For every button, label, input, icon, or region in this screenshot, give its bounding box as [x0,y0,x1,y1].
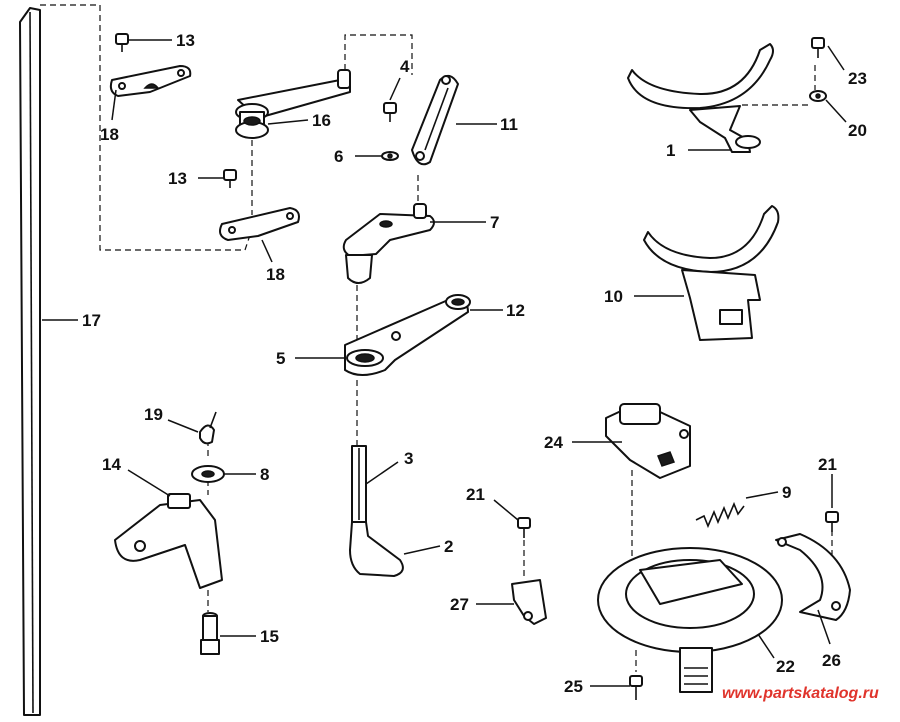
part-7-lever-plate [342,203,435,284]
part-18-retainer-plate-bottom [219,207,300,241]
part-16-shift-lever [235,69,351,139]
part-19-clip [199,411,217,445]
part-6-washer [381,151,399,161]
callout-9: 9 [782,483,791,502]
part-21-screw-left [517,517,531,538]
part-22-base-ring [597,547,783,693]
part-11-bracket [411,74,459,166]
part-24-sensor-block [605,403,691,479]
callout-11: 11 [500,115,518,134]
callout-3: 3 [404,449,413,468]
callout-22: 22 [776,657,795,676]
assembly-dash-lines [40,4,833,672]
part-20-washer [809,90,827,102]
callout-10: 10 [604,287,623,306]
callout-7: 7 [490,213,499,232]
part-8-washer [191,465,225,483]
callout-8: 8 [260,465,269,484]
part-13-screw-bottom [223,169,237,188]
callout-4: 4 [400,57,410,76]
callout-1: 1 [666,141,675,160]
callout-14: 14 [102,455,121,474]
part-21-screw-right [825,511,839,532]
callout-18-bottom: 18 [266,265,285,284]
callout-5: 5 [276,349,285,368]
callout-2: 2 [444,537,453,556]
part-27-clip [511,579,547,625]
part-9-spring [695,501,745,529]
callout-25: 25 [564,677,583,696]
part-2-cam [349,521,404,577]
callout-6: 6 [334,147,343,166]
callout-15: 15 [260,627,279,646]
part-12-5-shift-arm [344,294,471,376]
callout-12: 12 [506,301,525,320]
part-14-bracket [114,493,223,589]
part-18-retainer-plate-top [109,65,192,97]
part-15-pin [200,612,220,655]
part-1-throttle-bracket [627,43,774,153]
callout-17: 17 [82,311,101,330]
callout-27: 27 [450,595,469,614]
callout-16: 16 [312,111,331,130]
leader-lines [42,39,847,687]
part-25-screw [629,675,643,700]
callout-26: 26 [822,651,841,670]
part-4-screw [383,102,397,122]
callout-13-bottom: 13 [168,169,187,188]
part-23-screw [811,37,825,58]
part-10-bracket [643,205,780,341]
part-17-shift-rod [19,7,41,716]
callout-19: 19 [144,405,163,424]
callout-20: 20 [848,121,867,140]
part-3-shaft [351,445,367,523]
callout-21-right: 21 [818,455,837,474]
callout-13-top: 13 [176,31,195,50]
callout-18-top: 18 [100,125,119,144]
callout-23: 23 [848,69,867,88]
part-13-screw-top [115,33,129,52]
part-26-arc-bracket [775,533,851,621]
watermark-text: www.partskatalog.ru [722,685,879,702]
callout-24: 24 [544,433,563,452]
callout-21-left: 21 [466,485,485,504]
callout-labels: 13 18 16 4 6 11 13 7 18 12 17 5 3 2 19 8… [82,31,867,696]
